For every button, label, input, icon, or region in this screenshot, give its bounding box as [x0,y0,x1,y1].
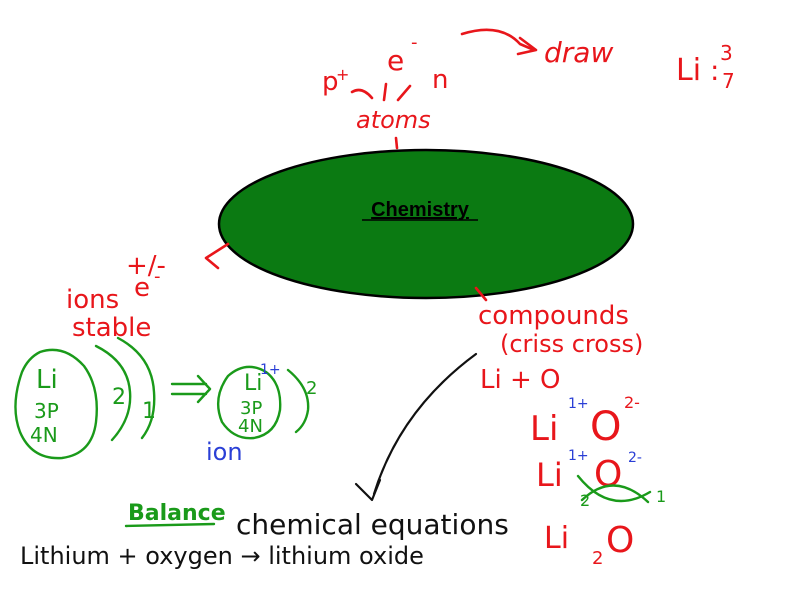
tick-right [396,84,412,102]
label-cross-left: 2 [580,491,590,510]
formula-o: O [606,520,634,561]
formula-subscript: 2 [592,548,603,569]
label-criss-cross: (criss cross) [500,330,643,358]
label-lithium-notation: Li [676,53,701,88]
label-li-ion-2: Li [536,456,563,494]
tick-left [350,88,374,100]
atom-right-protons: 3P [240,398,262,419]
tick-mid [382,82,388,102]
label-proton-charge: + [336,65,349,84]
atom-left-shell1-count: 2 [112,385,126,410]
label-ion-electron-charge: - [154,266,161,287]
atom-right-nucleus [216,365,282,440]
label-atomic-number: 3 [720,41,733,65]
label-ions: ions [66,285,119,315]
label-chemical-equations: chemical equations [236,508,509,541]
atom-right-neutrons: 4N [238,416,263,437]
label-lithium-colon: : [710,54,719,87]
label-li-ion: Li [530,409,558,449]
label-charge: +/- [126,251,166,281]
atom-left-shell2 [116,336,156,440]
double-arrow [170,374,212,404]
label-neutron: n [432,65,448,95]
atom-left-symbol: Li [36,365,58,395]
atom-right-charge: 1+ [260,362,281,378]
atom-left-shell2-count: 1 [142,399,156,424]
label-word-equation: Lithium + oxygen → lithium oxide [20,542,424,570]
label-li-charge: 1+ [568,396,589,412]
arrow-head-draw [516,36,538,56]
label-o-ion: O [590,404,621,450]
atom-right-shell-count: 2 [306,378,317,399]
label-ion: ion [206,438,243,466]
label-cross-right: 1 [656,487,666,506]
atom-right-shell [286,368,310,434]
chemistry-title: Chemistry [371,199,470,221]
label-li-charge-2: 1+ [568,448,589,464]
label-proton: p [322,67,339,97]
atom-left-neutrons: 4N [30,423,58,447]
connector-ions [204,242,230,270]
crisscross-arrows [576,474,652,504]
atom-left-nucleus [14,348,98,460]
label-ion-electron: e [134,273,150,303]
label-compounds: compounds [478,301,629,331]
label-reaction: Li + O [480,365,561,395]
label-o-charge: 2- [624,393,640,412]
label-draw: draw [544,36,613,69]
arrow-to-balance [372,352,478,496]
connector-compounds [474,286,488,302]
label-electron: e [387,44,404,77]
formula-li: Li [544,521,569,556]
arrow-head-balance [354,478,382,502]
label-atoms: atoms [356,106,431,134]
label-electron-charge: - [411,32,418,53]
label-stable: stable [72,313,151,343]
atom-left-protons: 3P [34,399,59,423]
label-balance: Balance [128,501,226,526]
atom-right-symbol: Li [244,371,262,396]
atom-left-shell1 [94,344,132,442]
chemistry-ellipse [217,148,635,300]
label-o-charge-2: 2- [628,450,642,466]
arrow-to-draw [460,28,536,52]
balance-underline [124,522,216,528]
connector-atoms [394,136,399,150]
label-mass-number: 7 [722,69,735,93]
